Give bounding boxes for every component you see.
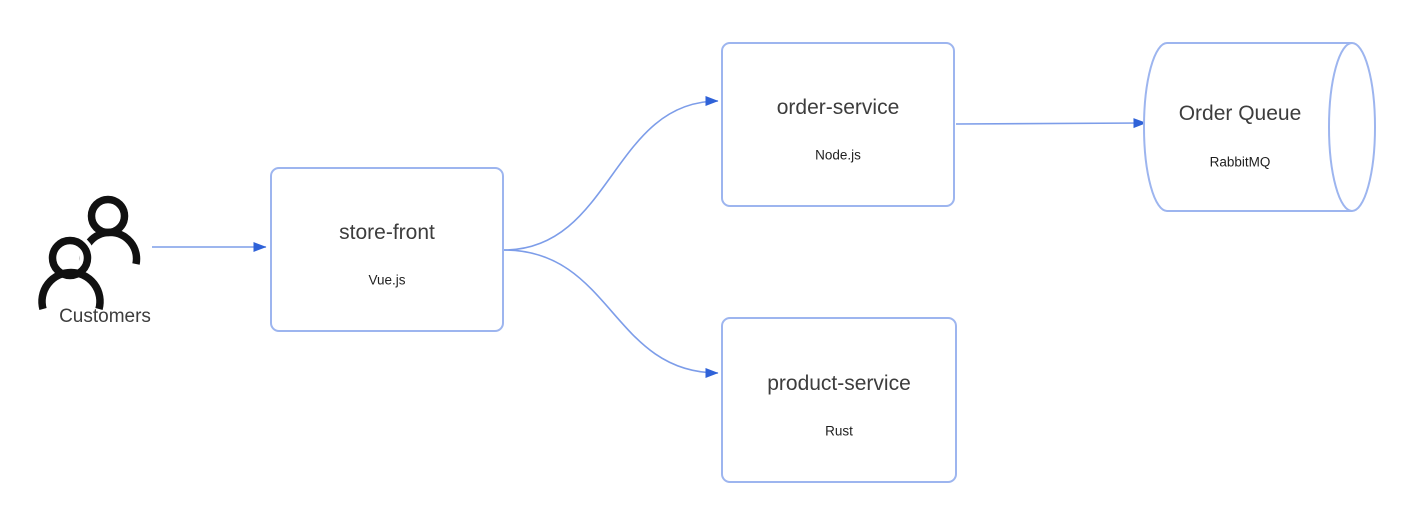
order-queue-cylinder-shape [1143,42,1376,212]
people-icon [34,195,141,311]
cylinder-end-cap [1328,42,1376,212]
node-order-queue-label: Order Queue [1178,101,1302,125]
edge-store-front-to-product-service [503,249,719,378]
node-order-service: order-service Node.js [721,42,955,207]
node-order-service-sublabel: Node.js [815,147,861,163]
node-store-front-label: store-front [339,221,435,245]
node-product-service-sublabel: Rust [825,423,853,439]
node-store-front: store-front Vue.js [270,167,504,332]
node-order-queue-sublabel: RabbitMQ [1209,154,1271,170]
node-product-service: product-service Rust [721,317,957,483]
back-person-head [87,195,129,237]
node-product-service-label: product-service [767,371,911,395]
node-order-queue: Order Queue RabbitMQ [1140,43,1340,211]
edge-order-service-to-order-queue [955,118,1147,129]
node-store-front-sublabel: Vue.js [368,272,406,288]
edge-store-front-to-order-service [503,96,719,251]
node-order-service-label: order-service [776,96,900,120]
cylinder-body [1143,42,1352,212]
actor-customers-label: Customers [59,306,151,327]
front-person-shoulders [38,268,104,310]
